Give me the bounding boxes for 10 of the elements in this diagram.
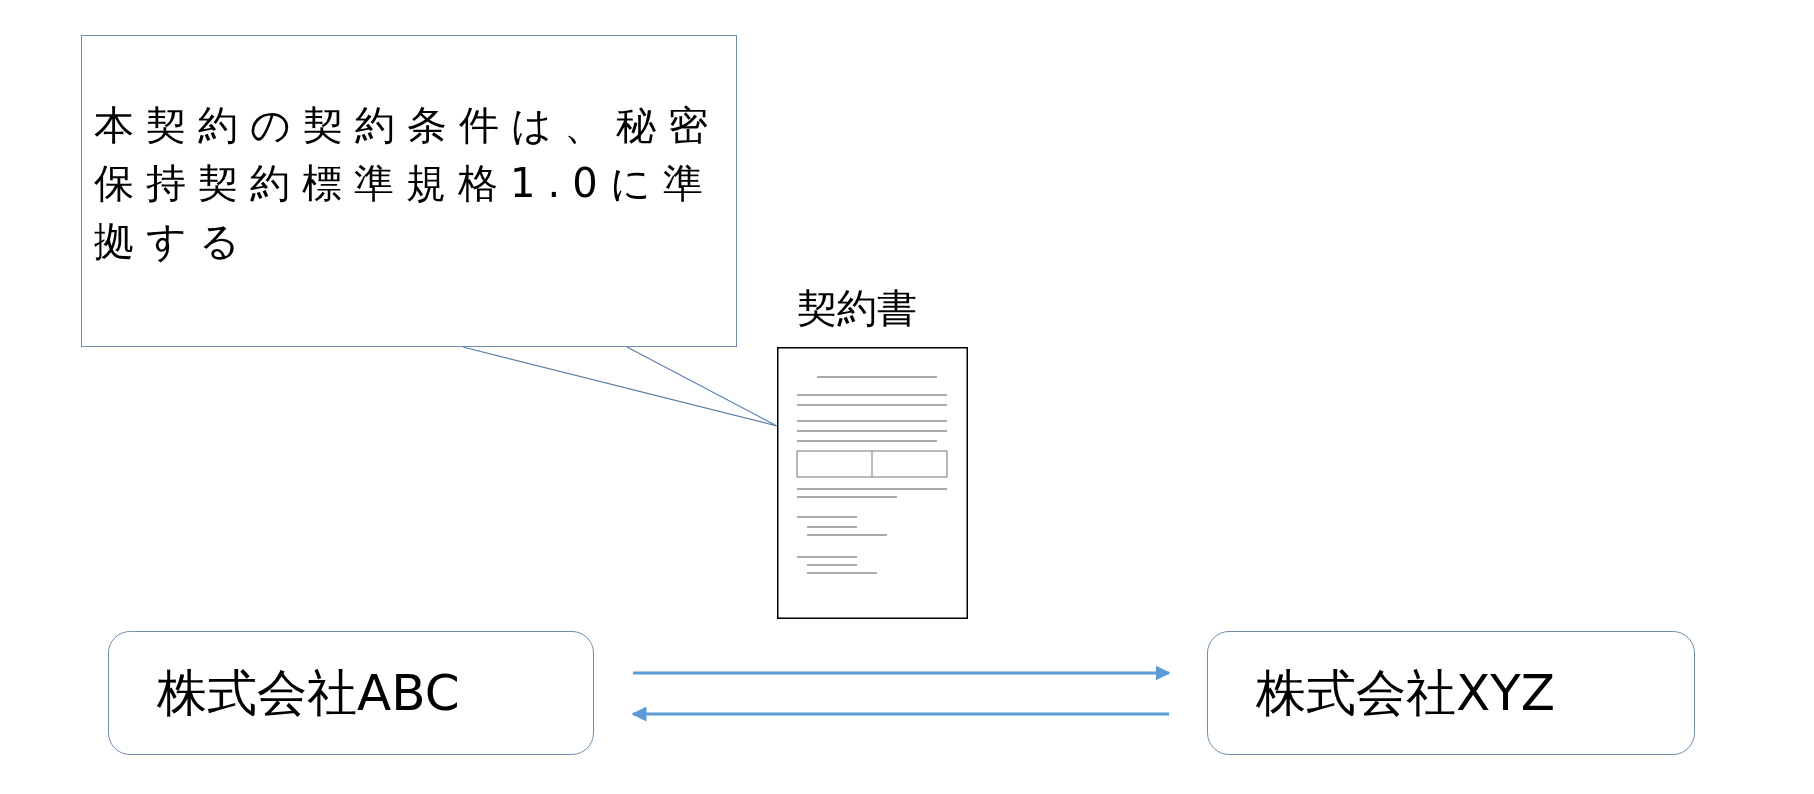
leader-line bbox=[462, 346, 778, 427]
document-title: 契約書 bbox=[797, 284, 917, 333]
arrow bbox=[633, 665, 1171, 681]
callout-box bbox=[81, 35, 737, 347]
company-name: 株式会社ABC bbox=[157, 662, 460, 724]
arrow bbox=[631, 706, 1169, 722]
callout-text: 本契約の契約条件は、秘密保持契約標準規格1.0に準拠する bbox=[94, 101, 721, 266]
company-name: 株式会社XYZ bbox=[1256, 662, 1556, 724]
company-box bbox=[1207, 631, 1695, 755]
company-box bbox=[108, 631, 594, 755]
